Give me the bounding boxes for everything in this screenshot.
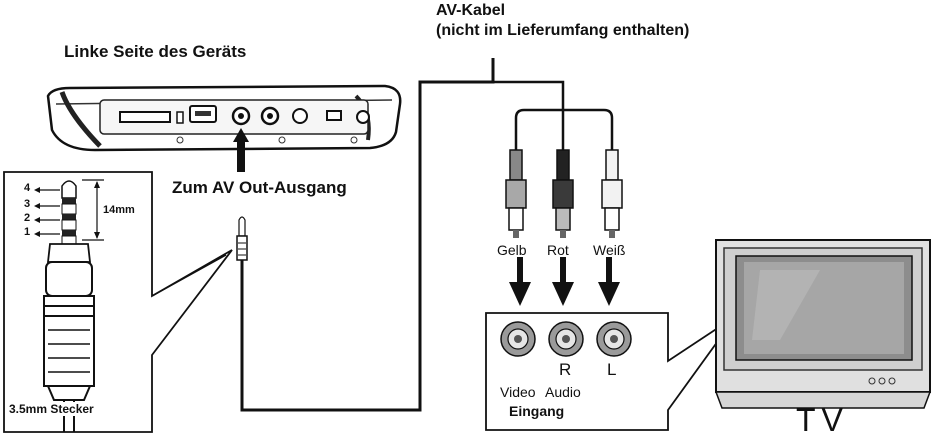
pin-number-4: 4 <box>24 182 31 194</box>
cable-title-line2: (nicht im Lieferumfang enthalten) <box>436 22 690 39</box>
device-side-label: Linke Seite des Geräts <box>64 42 247 61</box>
tv-set <box>714 239 932 409</box>
av-out-label: Zum AV Out-Ausgang <box>172 178 347 197</box>
rca-plug-white <box>601 149 623 238</box>
video-label: Video <box>500 384 536 400</box>
audio-label: Audio <box>545 384 581 400</box>
plug-detail-box <box>3 171 233 433</box>
rca-plug-yellow <box>505 149 527 238</box>
pin-number-1: 1 <box>24 226 31 238</box>
rca-label-white: Weiß <box>593 242 626 258</box>
cable-title-line1: AV-Kabel <box>436 2 506 19</box>
input-caption: Eingang <box>509 403 565 419</box>
cable-splitter <box>493 80 614 150</box>
input-arrows <box>509 257 620 306</box>
rca-plug-red <box>552 149 574 238</box>
dvd-player-side <box>46 84 402 152</box>
av-out-arrow <box>233 128 249 172</box>
jack-letter-l: L <box>607 360 617 379</box>
jack-letter-r: R <box>559 360 572 379</box>
pin-number-2: 2 <box>24 212 31 224</box>
plug-length-label: 14mm <box>103 204 135 216</box>
pin-number-3: 3 <box>24 198 31 210</box>
rca-label-red: Rot <box>547 242 569 258</box>
tv-label: TV <box>796 402 849 438</box>
input-panel <box>485 312 737 431</box>
av-cable <box>240 58 495 412</box>
rca-label-yellow: Gelb <box>497 242 527 258</box>
plug-caption: 3.5mm Stecker <box>8 402 95 416</box>
small-plug <box>236 216 248 261</box>
